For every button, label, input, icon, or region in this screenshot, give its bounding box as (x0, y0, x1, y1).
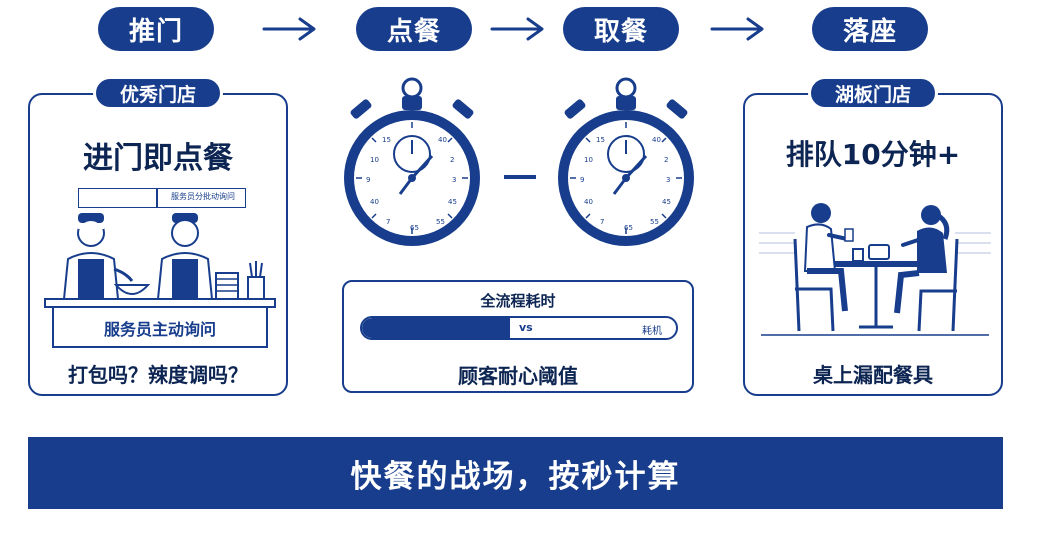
svg-text:65: 65 (410, 224, 419, 232)
svg-text:9: 9 (580, 176, 584, 184)
poor-store-card: 排队10分钟+ 桌上漏配餐具 (743, 93, 1003, 396)
poor-store-tag: 湖板门店 (808, 76, 938, 110)
svg-text:45: 45 (662, 198, 671, 206)
patience-threshold-label: 顾客耐心阈值 (458, 364, 578, 388)
svg-text:40: 40 (370, 198, 379, 206)
svg-text:3: 3 (666, 176, 670, 184)
total-time-panel: 全流程耗时 vs 耗机 顾客耐心阈值 (342, 280, 694, 393)
svg-text:2: 2 (664, 156, 668, 164)
time-progress-bar: vs 耗机 (360, 316, 678, 340)
svg-text:15: 15 (382, 136, 391, 144)
step-pickup: 取餐 (563, 7, 679, 51)
progress-fill (362, 318, 510, 338)
sign-text: 服务员分批动询问 (171, 192, 235, 201)
svg-text:15: 15 (596, 136, 605, 144)
service-counter (44, 298, 276, 308)
card-bottom-text: 桌上漏配餐具 (813, 363, 933, 387)
arrow-icon (710, 17, 764, 41)
svg-text:10: 10 (584, 156, 593, 164)
svg-text:55: 55 (650, 218, 659, 226)
bottom-banner: 快餐的战场，按秒计算 (28, 437, 1003, 509)
counter-panel: 服务员主动询问 (52, 308, 268, 348)
svg-text:9: 9 (366, 176, 370, 184)
svg-text:40: 40 (652, 136, 661, 144)
step-order: 点餐 (356, 7, 472, 51)
svg-text:55: 55 (436, 218, 445, 226)
service-sign: 服务员分批动询问 (78, 188, 246, 208)
arrow-icon (490, 17, 544, 41)
svg-text:10: 10 (370, 156, 379, 164)
svg-text:65: 65 (624, 224, 633, 232)
svg-text:40: 40 (584, 198, 593, 206)
svg-text:45: 45 (448, 198, 457, 206)
svg-text:3: 3 (452, 176, 456, 184)
svg-text:40: 40 (438, 136, 447, 144)
excellent-store-tag: 优秀门店 (93, 76, 223, 110)
svg-text:2: 2 (450, 156, 454, 164)
card-title: 排队10分钟+ (785, 138, 961, 171)
card-title: 进门即点餐 (83, 141, 233, 176)
counter-label: 服务员主动询问 (103, 320, 216, 339)
svg-text:7: 7 (600, 218, 604, 226)
dash-connector (504, 175, 536, 179)
card-bottom-text: 打包吗？辣度调吗？ (68, 363, 248, 387)
staff-illustration (62, 213, 265, 300)
dining-couple-illustration (759, 203, 991, 336)
vs-label: vs (519, 321, 533, 334)
step-seat: 落座 (812, 7, 928, 51)
svg-text:7: 7 (386, 218, 390, 226)
stopwatch-icon: 15 10 9 40 7 65 55 45 3 2 40 (558, 77, 694, 246)
arrow-icon (262, 17, 316, 41)
bar-right-label: 耗机 (642, 326, 662, 337)
step-push-door: 推门 (98, 7, 214, 51)
stopwatch-icon: 15 10 9 40 7 65 55 45 3 2 40 (344, 77, 480, 246)
progress-title: 全流程耗时 (480, 292, 556, 310)
excellent-store-card: 进门即点餐 服务员分批动询问 服务员主动询问 打包吗？辣度调吗？ (28, 93, 288, 396)
